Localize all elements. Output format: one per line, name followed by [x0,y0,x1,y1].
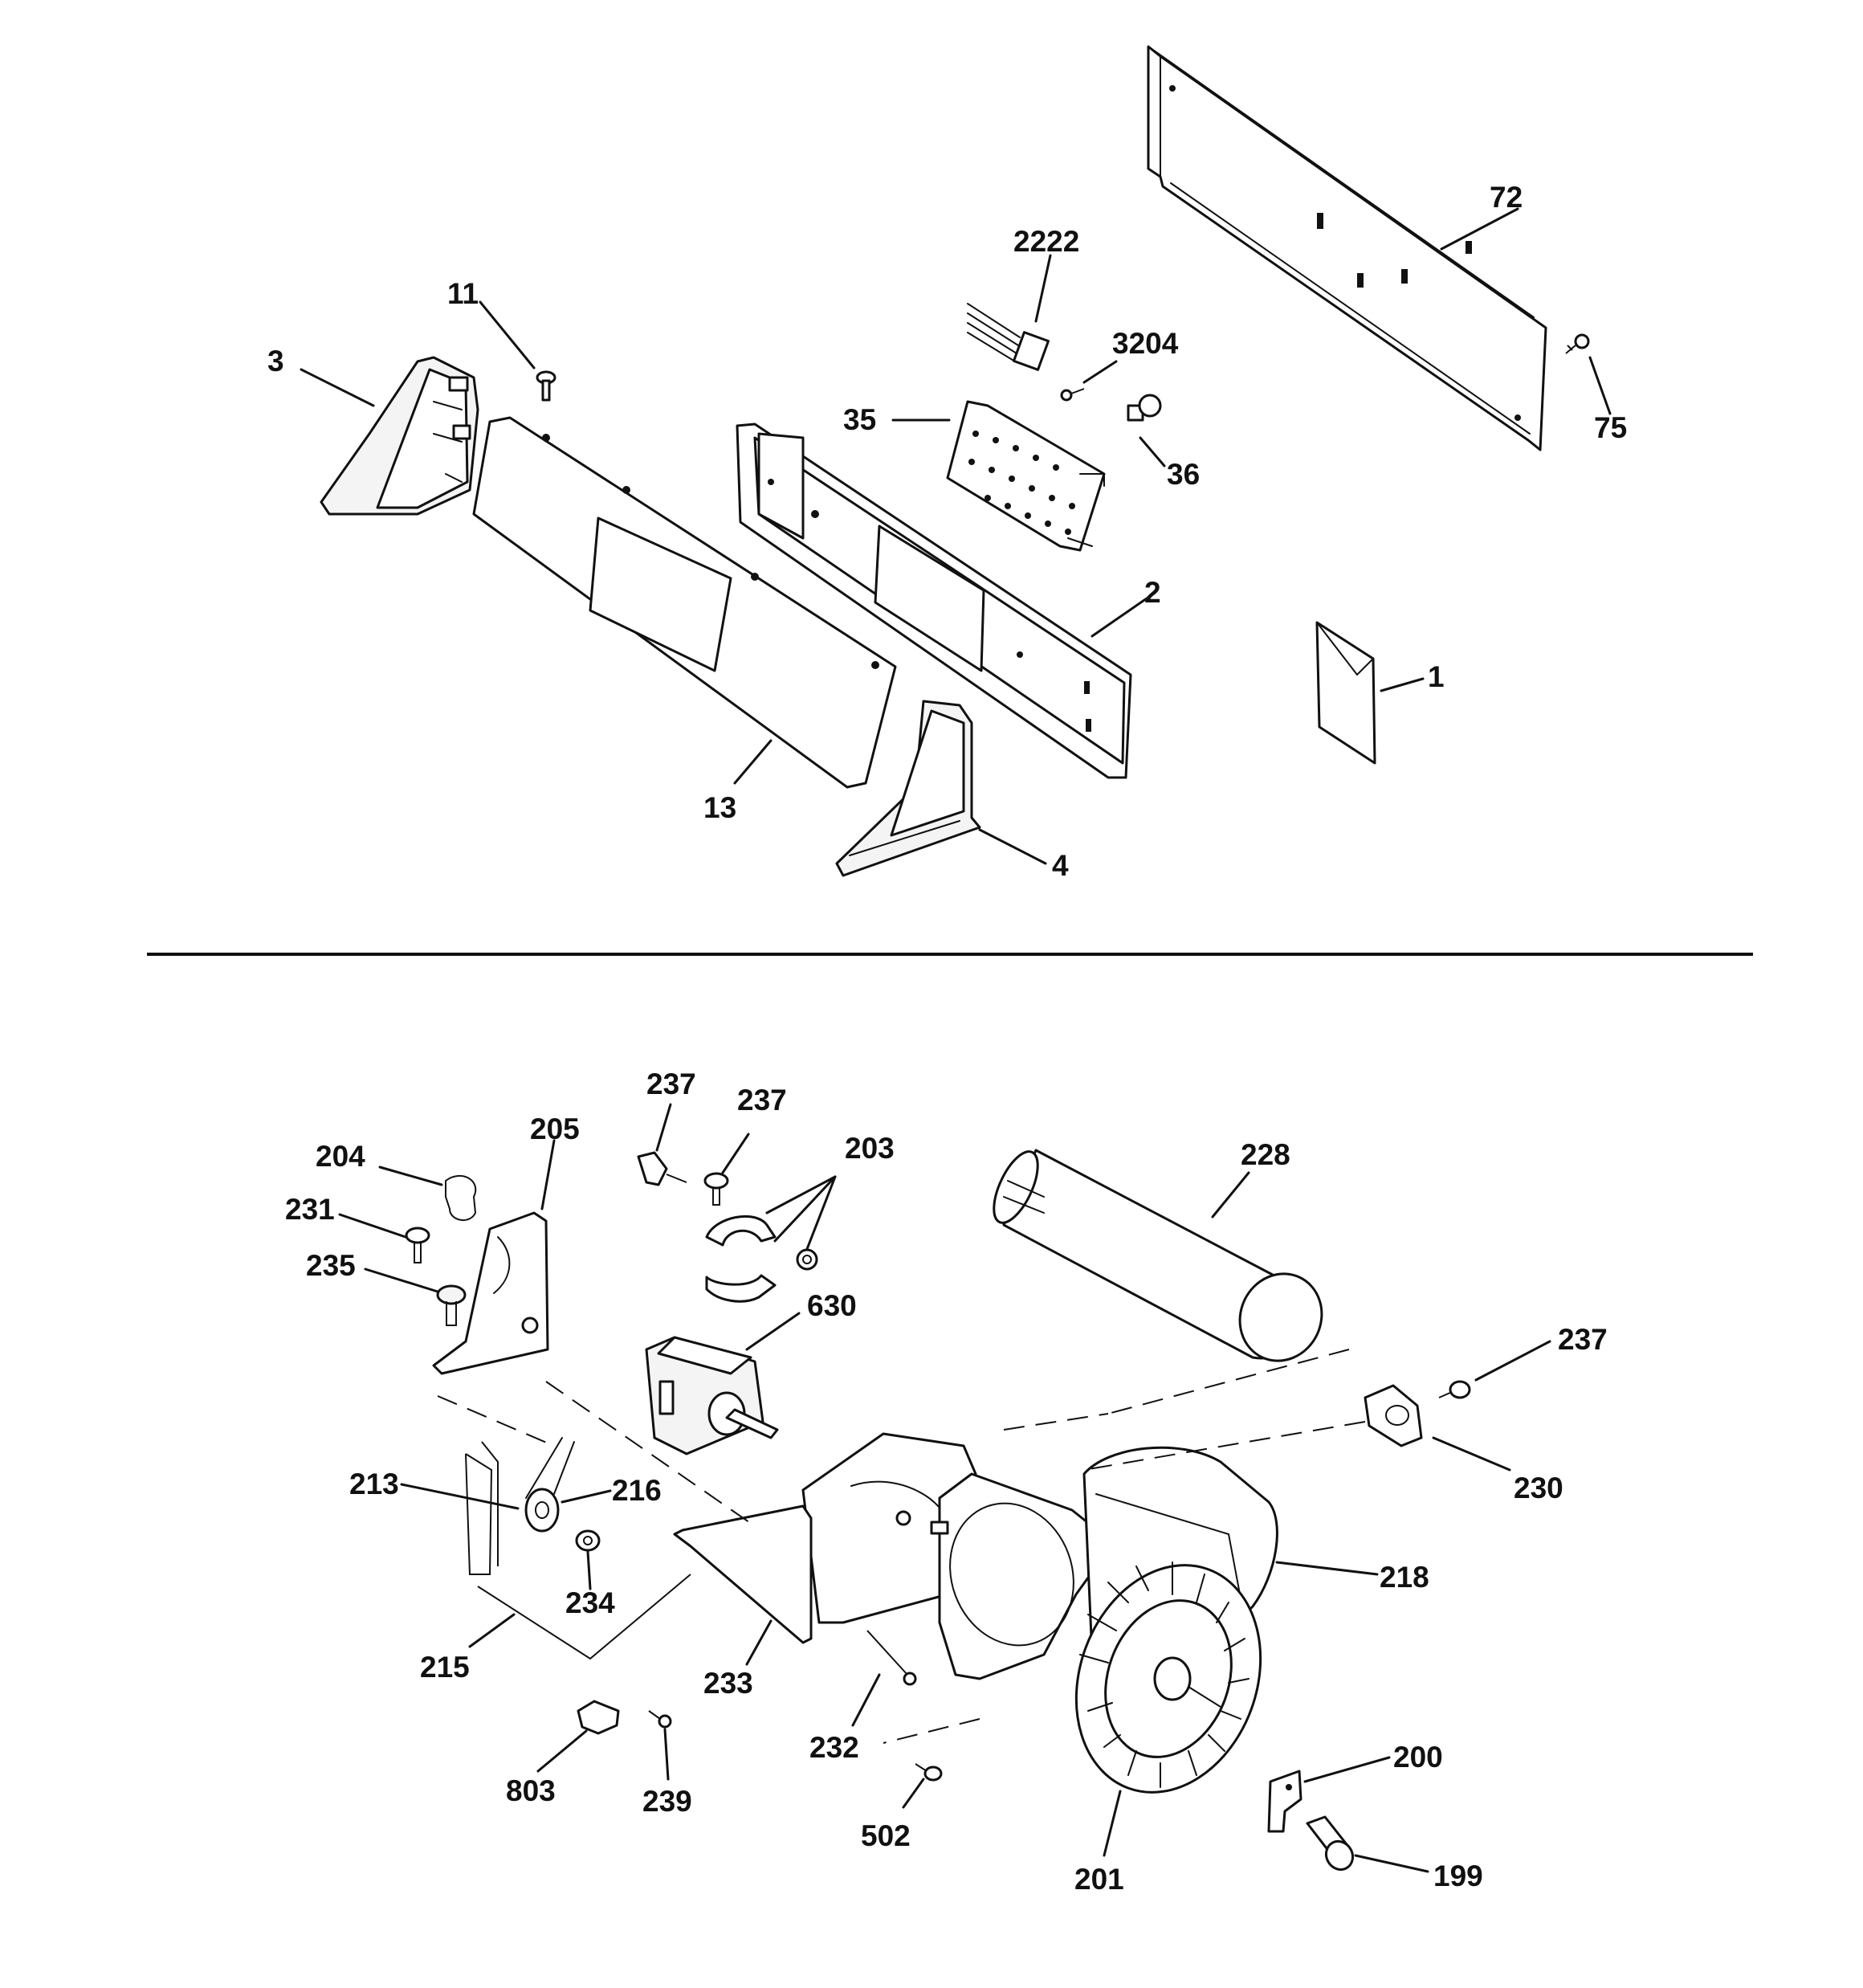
label-230: 230 [1514,1472,1563,1504]
label-237-a: 237 [646,1067,696,1100]
part-228-exhaust-duct [993,1149,1323,1362]
part-216-pulley [524,1437,575,1533]
label-234: 234 [565,1586,615,1619]
label-72: 72 [1490,181,1523,214]
part-204-clip [445,1175,477,1221]
bottom-leader-lines [338,1103,1551,1873]
label-1: 1 [1428,660,1445,693]
label-205: 205 [530,1112,580,1145]
label-201: 201 [1074,1863,1124,1896]
label-4: 4 [1052,849,1069,882]
label-35: 35 [843,403,876,436]
label-13: 13 [703,791,736,824]
label-215: 215 [420,1651,470,1684]
part-235-screw [436,1284,467,1326]
part-215-rod [477,1574,691,1660]
label-3: 3 [267,345,284,378]
label-36: 36 [1167,458,1200,491]
part-213-belt-switch [465,1441,499,1575]
label-237-c: 237 [1558,1323,1608,1356]
label-239: 239 [642,1785,692,1818]
label-2222: 2222 [1013,225,1079,258]
part-11-screw [536,370,556,402]
part-75-screw [1565,333,1590,354]
label-232: 232 [809,1731,859,1764]
label-235: 235 [306,1249,356,1282]
part-13-control-panel [472,416,897,789]
label-231: 231 [285,1193,335,1226]
part-2-backsplash-frame [736,423,1132,779]
label-216: 216 [612,1474,662,1507]
part-230-bearing [1364,1384,1423,1447]
part-201-blower-wheel [1074,1561,1262,1794]
label-199: 199 [1433,1859,1483,1892]
top-leader-lines [300,207,1612,865]
part-231-screw [405,1227,430,1263]
part-1-envelope [1315,621,1376,765]
part-3204-screw [1060,388,1085,402]
part-237-fastener-c [1438,1380,1471,1399]
label-803: 803 [506,1774,556,1807]
label-203: 203 [845,1132,895,1165]
part-200-bracket [1267,1770,1302,1833]
part-237-fastener-a [637,1151,687,1186]
part-232-screw [866,1630,917,1686]
label-228: 228 [1241,1138,1290,1171]
bottom-alignment-lines [437,1349,1366,1744]
label-218: 218 [1380,1561,1429,1594]
label-204: 204 [316,1140,365,1173]
label-11: 11 [447,277,479,310]
part-199-bolt [1306,1815,1355,1872]
part-4-end-cap-right [835,700,981,877]
part-72-back-panel [1147,45,1547,451]
label-2: 2 [1144,576,1161,609]
part-239-screw [648,1710,672,1729]
part-502-screw [915,1763,943,1782]
label-3204: 3204 [1112,327,1179,360]
part-36-bulb [1127,394,1162,422]
part-205-bracket [432,1211,549,1375]
label-237-b: 237 [737,1084,787,1116]
part-233-base-bracket [673,1504,813,1644]
label-233: 233 [703,1667,753,1700]
part-803-clip [577,1700,620,1735]
part-3-end-cap-left [320,356,479,516]
part-234-nut [575,1529,601,1552]
label-200: 200 [1393,1741,1443,1774]
label-213: 213 [349,1468,399,1500]
label-75: 75 [1594,411,1627,444]
part-2222-wire-harness [967,303,1050,371]
part-630-timer [645,1336,779,1455]
part-labels: 72 2222 3204 11 3 35 36 75 2 1 13 4 237 … [267,181,1627,1896]
part-35-control-board [946,400,1106,552]
part-237-fastener-b [703,1172,729,1206]
label-630: 630 [807,1289,857,1322]
label-502: 502 [861,1819,911,1852]
part-203-clamps [705,1214,818,1303]
